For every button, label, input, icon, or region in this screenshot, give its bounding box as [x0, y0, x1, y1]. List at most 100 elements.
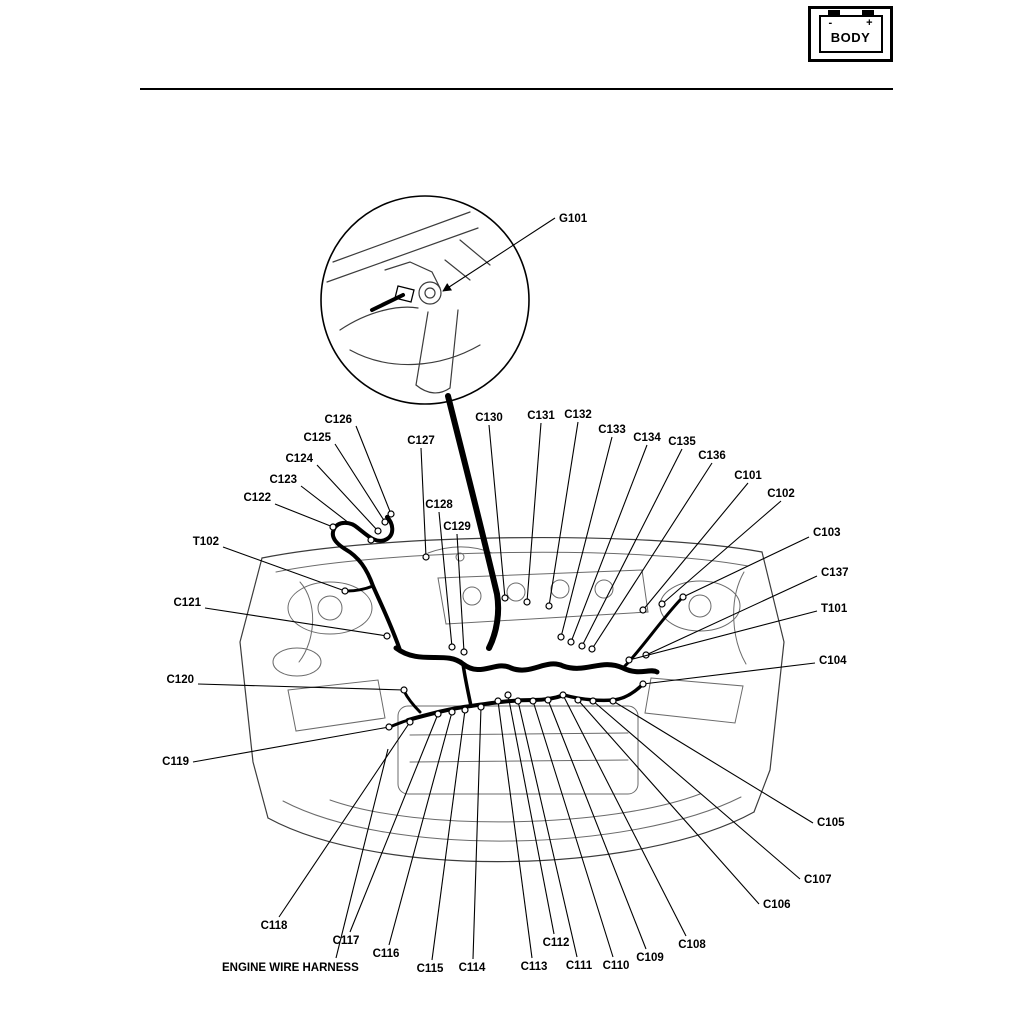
connector-c120 — [400, 686, 408, 694]
connector-c128 — [448, 643, 456, 651]
detail-lower-arc — [349, 344, 481, 366]
leader-line-g101 — [442, 217, 556, 292]
leader-line-c108 — [562, 694, 687, 937]
battery-terminal-left — [827, 10, 840, 16]
battery-polarity: - + — [821, 17, 881, 30]
label-c131: C131 — [527, 410, 555, 422]
detail-column-right — [449, 309, 459, 389]
leader-line-c105 — [612, 700, 814, 824]
harness-main-run — [393, 645, 660, 675]
connector-c102 — [658, 600, 666, 608]
connector-c116 — [448, 708, 456, 716]
label-c122: C122 — [244, 492, 272, 504]
right-fender-crease — [733, 571, 747, 665]
connector-c104 — [639, 680, 647, 688]
label-c113: C113 — [521, 961, 548, 973]
bumper-outer-line — [267, 811, 755, 863]
harness-lower-run — [406, 693, 566, 722]
connector-c108 — [559, 691, 567, 699]
connector-c124 — [374, 527, 382, 535]
connector-c127 — [422, 553, 430, 561]
cowl-inner-line — [275, 551, 749, 573]
label-c114: C114 — [459, 962, 486, 974]
connector-t101 — [625, 656, 633, 664]
plug-hole-3 — [550, 579, 570, 599]
label-c133: C133 — [598, 424, 626, 436]
leader-line-c120 — [197, 683, 405, 691]
label-c118: C118 — [261, 920, 288, 932]
leader-line-c107 — [592, 700, 801, 880]
connector-c126 — [387, 510, 395, 518]
plug-hole-1 — [462, 586, 482, 606]
harness-c119-stub — [388, 718, 410, 729]
label-c134: C134 — [633, 432, 661, 444]
connector-c130 — [501, 594, 509, 602]
label-c115: C115 — [417, 963, 444, 975]
connector-c112 — [504, 691, 512, 699]
label-c130: C130 — [475, 412, 503, 424]
label-c137: C137 — [821, 567, 849, 579]
detail-column-left — [415, 311, 429, 386]
leader-line-c122 — [274, 503, 334, 528]
connector-c132 — [545, 602, 553, 610]
magnifier-circle — [320, 195, 530, 405]
leader-line-c118 — [278, 721, 411, 918]
magnifier-detail — [320, 195, 530, 405]
leader-line-c125 — [334, 443, 386, 523]
label-c129: C129 — [443, 521, 471, 533]
left-headlight — [287, 679, 386, 732]
label-c128: C128 — [425, 499, 453, 511]
label-c124: C124 — [286, 453, 314, 465]
plus-sign: + — [866, 17, 873, 29]
left-strut-tower — [287, 581, 373, 635]
label-c111: C111 — [566, 960, 593, 972]
grille-slat-1 — [409, 732, 629, 736]
connector-c125 — [381, 518, 389, 526]
right-strut-cap — [688, 594, 712, 618]
detail-hose — [339, 306, 419, 331]
lower-valance-line — [329, 793, 701, 823]
leader-line-c112 — [507, 694, 555, 935]
connector-c134 — [567, 638, 575, 646]
connector-c136 — [588, 645, 596, 653]
connector-c106 — [574, 696, 582, 704]
ground-bolt-head — [424, 287, 436, 299]
label-c116: C116 — [373, 948, 400, 960]
minus-sign: - — [828, 17, 833, 29]
body-badge: - + BODY — [808, 6, 893, 62]
label-c103: C103 — [813, 527, 841, 539]
washer-reservoir — [272, 647, 322, 677]
wiper-pivot — [455, 552, 465, 562]
label-c107: C107 — [804, 874, 832, 886]
leader-line-c115 — [431, 709, 466, 961]
left-fender-line — [239, 557, 269, 819]
leader-line-c127 — [420, 447, 427, 558]
leader-line-c123 — [300, 485, 372, 541]
leader-line-engine-wire-harness — [335, 748, 389, 959]
plug-hole-2 — [506, 582, 526, 602]
label-engine-wire-harness: ENGINE WIRE HARNESS — [222, 962, 359, 974]
label-c123: C123 — [270, 474, 298, 486]
label-c102: C102 — [767, 488, 795, 500]
divider-line — [140, 88, 893, 90]
right-headlight — [644, 677, 744, 724]
leader-line-c104 — [642, 662, 816, 685]
right-fender-line — [753, 551, 785, 813]
battery-icon: - + BODY — [818, 10, 883, 53]
label-c112: C112 — [543, 937, 570, 949]
grille-slat-2 — [409, 759, 629, 763]
leader-line-c102 — [661, 500, 782, 605]
label-c121: C121 — [174, 597, 202, 609]
leader-line-c124 — [316, 464, 379, 532]
leader-line-c130 — [488, 424, 506, 599]
label-c127: C127 — [407, 435, 435, 447]
left-fender-crease — [298, 581, 314, 663]
leader-line-c133 — [560, 436, 613, 638]
leader-line-c137 — [645, 575, 818, 656]
harness-t102-stub — [345, 584, 375, 593]
leader-line-t101 — [628, 610, 818, 661]
label-c110: C110 — [603, 960, 630, 972]
connector-c109 — [544, 696, 552, 704]
